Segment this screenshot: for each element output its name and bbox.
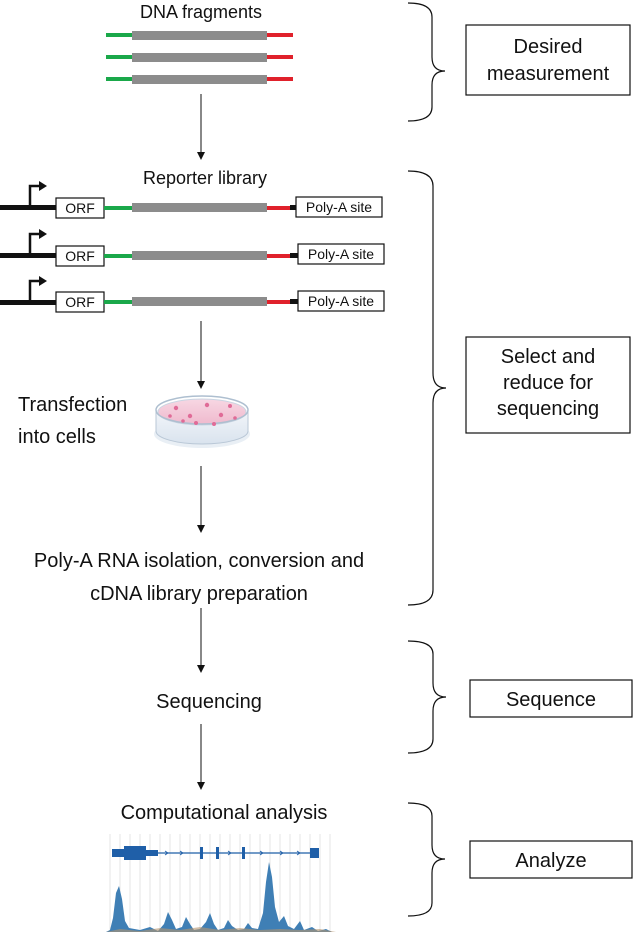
desired-measurement-box <box>465 24 631 96</box>
insert-segment <box>132 203 267 212</box>
isolation-label-line2: cDNA library preparation <box>90 583 308 605</box>
polya-label: Poly-A site <box>308 246 374 262</box>
coverage-profile <box>106 862 332 932</box>
analyze-label: Analyze <box>515 850 586 872</box>
desired-line2: measurement <box>487 63 610 85</box>
insert-segment <box>132 31 267 40</box>
insert-segment <box>132 251 267 260</box>
computational-analysis-label: Computational analysis <box>121 802 328 824</box>
dna-fragments-title: DNA fragments <box>140 2 262 22</box>
dna-fragment <box>106 31 293 40</box>
adapter-left <box>104 206 132 210</box>
transfection-label-line1: Transfection <box>18 394 127 416</box>
insert-segment <box>132 297 267 306</box>
polya-box <box>297 243 385 265</box>
reporter-construct: ORF Poly-A site <box>0 276 385 313</box>
sequence-box <box>469 679 633 718</box>
adapter-right <box>267 55 293 59</box>
promoter-arrow-icon <box>28 279 40 300</box>
polya-box <box>297 290 385 312</box>
bracket-desired <box>407 2 446 122</box>
adapter-left <box>106 77 132 81</box>
promoter-arrow-icon <box>28 232 40 253</box>
select-line2: reduce for <box>503 372 593 394</box>
adapter-right <box>267 206 293 210</box>
sequencing-label: Sequencing <box>156 691 262 713</box>
polya-label: Poly-A site <box>308 293 374 309</box>
backbone-right <box>290 253 298 258</box>
orf-label: ORF <box>65 294 95 310</box>
adapter-left <box>106 33 132 37</box>
select-line1: Select and <box>501 346 596 368</box>
isolation-label-line1: Poly-A RNA isolation, conversion and <box>34 550 364 572</box>
backbone <box>0 205 56 210</box>
bracket-analyze <box>407 802 446 917</box>
polya-box <box>295 196 383 218</box>
backbone <box>0 300 56 305</box>
insert-segment <box>132 75 267 84</box>
backbone-right <box>290 299 298 304</box>
dna-fragment <box>106 53 293 62</box>
reporter-construct: ORF Poly-A site <box>0 181 383 219</box>
adapter-right <box>267 300 293 304</box>
bracket-sequence <box>407 640 447 754</box>
promoter-arrow-icon <box>28 184 40 205</box>
polya-label: Poly-A site <box>306 199 372 215</box>
insert-segment <box>132 53 267 62</box>
genome-browser-track <box>106 831 336 934</box>
select-reduce-box <box>465 336 631 434</box>
reporter-library-title: Reporter library <box>143 168 267 188</box>
bracket-select <box>407 170 447 606</box>
adapter-right <box>267 254 293 258</box>
adapter-left <box>104 300 132 304</box>
sequence-label: Sequence <box>506 689 596 711</box>
adapter-left <box>106 55 132 59</box>
orf-label: ORF <box>65 200 95 216</box>
backbone-right <box>290 205 296 210</box>
orf-label: ORF <box>65 248 95 264</box>
petri-dish-icon <box>154 395 250 448</box>
reporter-construct: ORF Poly-A site <box>0 229 385 267</box>
dna-fragments <box>106 31 293 84</box>
adapter-right <box>267 33 293 37</box>
desired-line1: Desired <box>514 36 583 58</box>
dna-fragment <box>106 75 293 84</box>
select-line3: sequencing <box>497 398 599 420</box>
transfection-label-line2: into cells <box>18 426 96 448</box>
analyze-box <box>469 840 633 879</box>
adapter-right <box>267 77 293 81</box>
backbone <box>0 253 56 258</box>
adapter-left <box>104 254 132 258</box>
